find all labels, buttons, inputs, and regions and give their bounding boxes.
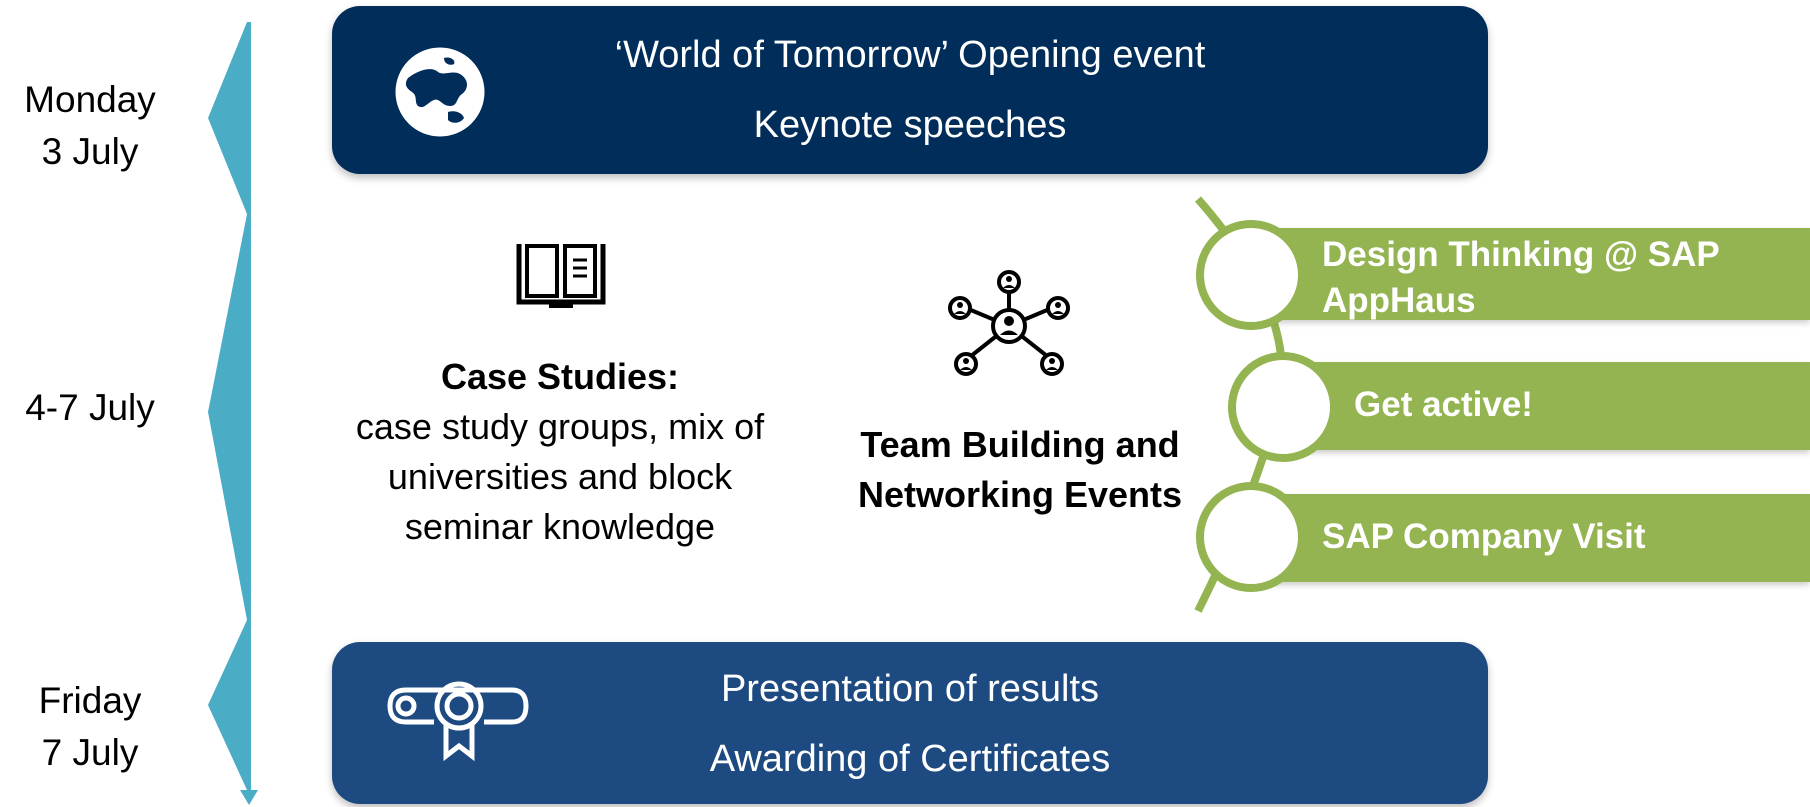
keynote-speeches-text: Keynote speeches (753, 104, 1067, 146)
activity-line1: Get active! (1354, 385, 1533, 424)
day-label-friday: Friday 7 July (0, 675, 180, 779)
team-building-line1: Team Building and (860, 424, 1180, 465)
activity-company-visit: SAP Company Visit (1270, 494, 1810, 582)
awarding-certificates-text: Awarding of Certificates (709, 738, 1111, 780)
globe-icon (392, 44, 488, 140)
timeline-segment-monday (208, 22, 251, 214)
timeline-track (208, 22, 258, 805)
activity-circle-company-visit (1196, 482, 1306, 592)
case-studies-block: Case Studies: case study groups, mix of … (330, 352, 790, 552)
activity-circle-get-active (1228, 352, 1338, 462)
timeline-segment-4-7-july (208, 214, 251, 620)
day-label-line1: Friday (38, 680, 142, 721)
team-building-line2: Networking Events (857, 474, 1183, 515)
timeline-arrowhead (240, 790, 258, 805)
opening-event-banner: ‘World of Tomorrow’ Opening event Keynot… (332, 6, 1488, 174)
timeline-segment-friday (208, 620, 251, 790)
results-banner: Presentation of results Awarding of Cert… (332, 642, 1488, 804)
presentation-results-text: Presentation of results (720, 668, 1100, 710)
network-icon (948, 270, 1070, 376)
activity-design-thinking: Design Thinking @ SAP AppHaus (1270, 228, 1810, 320)
activity-line1: SAP Company Visit (1322, 517, 1646, 556)
activity-get-active: Get active! (1300, 362, 1810, 450)
opening-event-title: ‘World of Tomorrow’ Opening event (614, 34, 1206, 76)
case-studies-line: case study groups, mix of (355, 406, 765, 447)
day-label-line2: 3 July (41, 131, 139, 172)
case-studies-line: universities and block (387, 456, 733, 497)
day-label-monday: Monday 3 July (0, 74, 180, 178)
case-studies-line: seminar knowledge (404, 506, 716, 547)
book-icon (516, 244, 606, 308)
day-label-line1: Monday (24, 79, 156, 120)
activity-line1: Design Thinking @ SAP (1322, 235, 1720, 274)
day-label-4-7-july: 4-7 July (0, 382, 180, 434)
certificate-icon (387, 681, 529, 762)
day-label-line1: 4-7 July (25, 387, 155, 428)
activity-line2: AppHaus (1322, 281, 1476, 320)
activity-circle-design-thinking (1196, 220, 1306, 330)
case-studies-title: Case Studies: (440, 356, 680, 397)
day-label-line2: 7 July (41, 732, 139, 773)
team-building-title: Team Building and Networking Events (845, 420, 1195, 520)
